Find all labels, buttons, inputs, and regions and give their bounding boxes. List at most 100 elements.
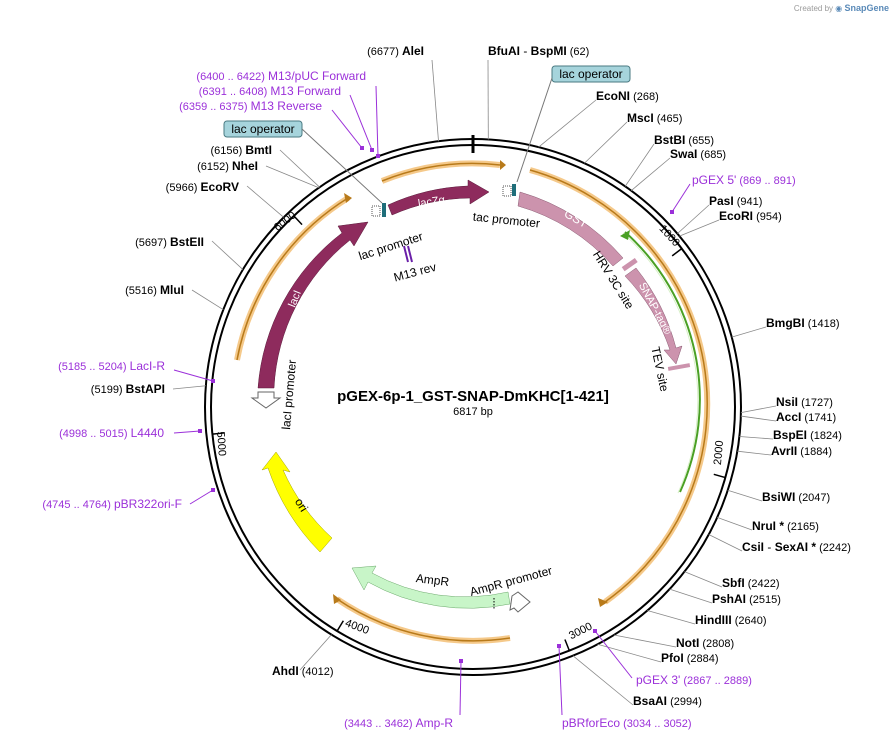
enzyme-name: BsaAI <box>633 694 667 708</box>
enzyme-name: MluI <box>160 283 184 297</box>
gst-feature <box>517 191 624 267</box>
enzyme-position: (1824) <box>807 430 842 442</box>
enzyme-leader <box>265 165 319 189</box>
primer-label[interactable]: (5185 .. 5204) LacI-R <box>58 359 165 373</box>
ampr-promoter-label: AmpR promoter <box>468 563 553 598</box>
m13-rev-bar-2 <box>407 245 413 263</box>
enzyme-label[interactable]: PasI (941) <box>709 194 762 208</box>
primer-name: LacI-R <box>130 359 166 373</box>
enzyme-label[interactable]: HindIII (2640) <box>695 613 767 627</box>
enzyme-label[interactable]: PshAI (2515) <box>712 592 781 606</box>
primer-label[interactable]: (4998 .. 5015) L4440 <box>59 426 164 440</box>
enzyme-label[interactable]: (5516) MluI <box>125 283 184 297</box>
enzyme-name: MscI <box>627 111 654 125</box>
primer-range: (6359 .. 6375) <box>179 101 251 113</box>
enzyme-name: BmtI <box>245 143 272 157</box>
primer-leader <box>459 660 462 716</box>
enzyme-label[interactable]: BsiWI (2047) <box>762 490 830 504</box>
enzyme-leader <box>740 415 777 422</box>
enzyme-leader <box>739 436 774 440</box>
snapgene-credit: Created by ◉ SnapGene <box>794 3 889 13</box>
enzyme-leader <box>538 99 597 148</box>
enzyme-leader <box>740 405 777 414</box>
primer-name: M13/pUC Forward <box>268 69 366 83</box>
lac-promoter-marker-1 <box>371 205 381 217</box>
enzyme-position: (5966) <box>166 182 201 194</box>
enzyme-label[interactable]: (5966) EcoRV <box>166 180 239 194</box>
primer-label[interactable]: (6391 .. 6408) M13 Forward <box>199 84 341 98</box>
primer-label[interactable]: (6359 .. 6375) M13 Reverse <box>179 99 322 113</box>
enzyme-label[interactable]: CsiI - SexAI * (2242) <box>742 540 851 554</box>
enzyme-separator: - <box>520 44 531 58</box>
enzyme-label[interactable]: PfoI (2884) <box>661 651 719 665</box>
enzyme-name: AhdI <box>272 664 299 678</box>
primer-label[interactable]: pGEX 3' (2867 .. 2889) <box>636 673 752 687</box>
enzyme-name: EcoRV <box>201 180 239 194</box>
enzyme-position: (5697) <box>135 237 170 249</box>
enzyme-label[interactable]: (6152) NheI <box>197 159 258 173</box>
laci-promoter-label: lacI promoter <box>279 359 299 430</box>
enzyme-position: (1418) <box>805 318 840 330</box>
enzyme-label[interactable]: SwaI (685) <box>670 147 726 161</box>
enzyme-label[interactable]: NotI (2808) <box>676 636 734 650</box>
ampr-label: AmpR <box>415 571 450 589</box>
enzyme-label[interactable]: NsiI (1727) <box>776 395 833 409</box>
primer-leader <box>173 369 214 382</box>
enzyme-label[interactable]: (5199) BstAPI <box>91 382 165 396</box>
primer-label[interactable]: pGEX 5' (869 .. 891) <box>692 173 796 187</box>
enzyme-label[interactable]: BmgBI (1418) <box>766 316 840 330</box>
enzyme-label[interactable]: BfuAI - BspMI (62) <box>488 44 589 58</box>
ruler-tick <box>212 432 225 435</box>
enzyme-name: HindIII <box>695 613 732 627</box>
tac-promoter-marker <box>502 185 512 197</box>
tac-promoter-glyph <box>502 184 516 197</box>
enzyme-name-2: BspMI <box>531 44 567 58</box>
enzyme-leader <box>246 185 284 218</box>
enzyme-label[interactable]: NruI * (2165) <box>752 519 819 533</box>
enzyme-label[interactable]: AhdI (4012) <box>272 664 334 678</box>
laci-label: lacI <box>286 289 304 309</box>
primer-leader <box>189 489 214 505</box>
laci-promoter-arrow <box>250 391 282 409</box>
primer-label[interactable]: pBRforEco (3034 .. 3052) <box>562 716 692 730</box>
primer-leader <box>671 183 691 213</box>
ruler-label: 3000 <box>567 620 594 642</box>
enzyme-leader <box>584 121 628 164</box>
lac-operator-label-top: lac operator <box>559 67 622 81</box>
orf-arrowhead-2 <box>598 598 608 607</box>
enzyme-name: NheI <box>232 159 258 173</box>
enzyme-name: NruI * <box>752 519 784 533</box>
orf-arcs <box>234 160 711 644</box>
enzyme-label[interactable]: BsaAI (2994) <box>633 694 702 708</box>
ruler-tick <box>293 215 303 226</box>
enzyme-label[interactable]: AccI (1741) <box>776 410 836 424</box>
enzyme-label[interactable]: EcoNI (268) <box>596 89 659 103</box>
enzyme-position: (1741) <box>801 412 836 424</box>
primer-label[interactable]: (6400 .. 6422) M13/pUC Forward <box>196 69 366 83</box>
enzyme-label[interactable]: BstBI (655) <box>654 133 714 147</box>
enzyme-label[interactable]: AvrII (1884) <box>771 444 832 458</box>
enzyme-label[interactable]: SbfI (2422) <box>722 576 780 590</box>
enzyme-label[interactable]: (6156) BmtI <box>210 143 272 157</box>
primer-label[interactable]: (3443 .. 3462) Amp-R <box>344 716 453 730</box>
enzyme-leader <box>708 534 743 552</box>
primer-label[interactable]: (4745 .. 4764) pBR322ori-F <box>42 497 182 511</box>
enzyme-label[interactable]: MscI (465) <box>627 111 682 125</box>
primer-range: (4998 .. 5015) <box>59 428 131 440</box>
primer-binding-site <box>211 488 215 492</box>
primer-leader <box>349 94 373 151</box>
orf-arc-1-line <box>381 162 501 182</box>
enzyme-name: PshAI <box>712 592 746 606</box>
enzyme-leader-lines <box>172 59 777 706</box>
enzyme-label[interactable]: EcoRI (954) <box>719 209 782 223</box>
primer-leader <box>173 430 201 434</box>
enzyme-separator: - <box>764 540 775 554</box>
hrv-site-marker <box>621 257 638 272</box>
enzyme-leader <box>669 588 713 604</box>
enzyme-label[interactable]: BspEI (1824) <box>773 428 842 442</box>
primer-binding-site <box>211 379 215 383</box>
lac-promoter-label: lac promoter <box>357 229 425 263</box>
enzyme-label[interactable]: (5697) BstEII <box>135 235 204 249</box>
enzyme-label[interactable]: (6677) AleI <box>367 44 424 58</box>
orf-arc-2-line <box>529 169 708 603</box>
